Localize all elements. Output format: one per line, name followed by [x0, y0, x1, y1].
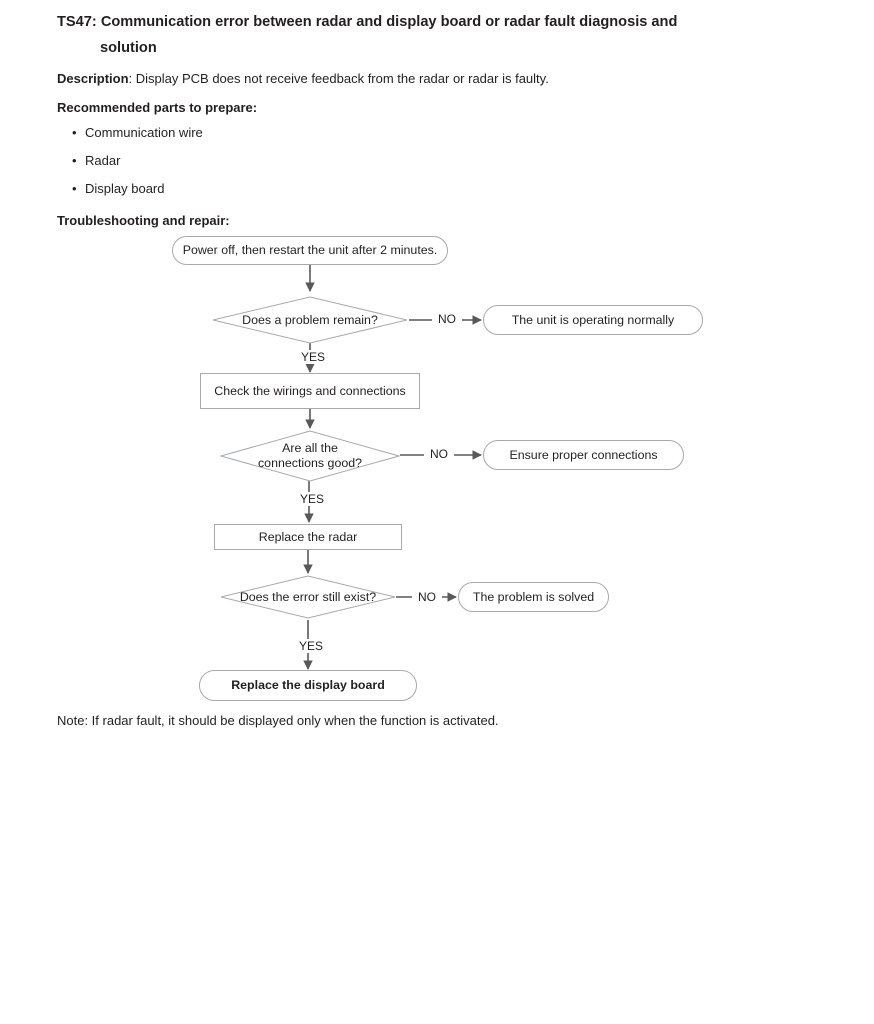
- edge-label-yes-1: YES: [296, 350, 330, 364]
- list-item-label: Radar: [85, 153, 121, 168]
- page-title-text: Communication error between radar and di…: [100, 14, 678, 30]
- flow-node-replace-display-board[interactable]: Replace the display board: [199, 670, 417, 701]
- parts-heading: Recommended parts to prepare:: [57, 100, 258, 115]
- list-item-label: Communication wire: [85, 125, 203, 140]
- flow-decision-connections-good-line2: connections good?: [257, 456, 363, 470]
- flow-decision-connections-good[interactable]: Are all the connections good?: [220, 430, 400, 482]
- list-item-label: Display board: [85, 181, 165, 196]
- description-text: : Display PCB does not receive feedback …: [128, 71, 549, 86]
- parts-list: Communication wire Radar Display board: [72, 124, 203, 208]
- edge-label-no-1: NO: [432, 312, 462, 326]
- flow-node-start-label: Power off, then restart the unit after 2…: [182, 243, 438, 257]
- flow-decision-error-exists[interactable]: Does the error still exist?: [220, 575, 396, 619]
- flow-node-start[interactable]: Power off, then restart the unit after 2…: [172, 236, 448, 265]
- page-title: TS47: Communication error between radar …: [57, 12, 847, 33]
- flow-node-replace-display-board-label: Replace the display board: [231, 678, 385, 692]
- list-item: Radar: [72, 152, 203, 180]
- list-item: Display board: [72, 180, 203, 208]
- troubleshooting-heading: Troubleshooting and repair:: [57, 213, 230, 228]
- flow-node-operating-normally-label: The unit is operating normally: [511, 312, 675, 327]
- edge-label-no-2: NO: [424, 447, 454, 461]
- edge-label-yes-3: YES: [294, 639, 328, 653]
- description-label: Description: [57, 71, 129, 86]
- flow-node-operating-normally[interactable]: The unit is operating normally: [483, 305, 703, 335]
- flow-node-problem-solved[interactable]: The problem is solved: [458, 582, 609, 612]
- page-title-line2: solution: [100, 40, 157, 56]
- flow-decision-connections-good-line1: Are all the: [282, 441, 338, 455]
- flow-node-check-wirings-label: Check the wirings and connections: [214, 383, 406, 398]
- edge-label-no-3: NO: [412, 590, 442, 604]
- flow-node-ensure-connections[interactable]: Ensure proper connections: [483, 440, 684, 470]
- list-item: Communication wire: [72, 124, 203, 152]
- flow-node-replace-radar[interactable]: Replace the radar: [214, 524, 402, 550]
- flow-node-check-wirings[interactable]: Check the wirings and connections: [200, 373, 420, 409]
- flow-decision-connections-good-label: Are all the connections good?: [256, 441, 364, 471]
- flow-node-ensure-connections-label: Ensure proper connections: [509, 447, 658, 462]
- flow-node-replace-radar-label: Replace the radar: [258, 529, 358, 544]
- note-text: Note: If radar fault, it should be displ…: [57, 713, 499, 728]
- flow-decision-problem-remains-label: Does a problem remain?: [242, 312, 378, 327]
- flow-node-problem-solved-label: The problem is solved: [472, 589, 595, 604]
- description: Description: Display PCB does not receiv…: [57, 70, 549, 88]
- page-title-code: TS47:: [57, 14, 97, 30]
- edge-label-yes-2: YES: [295, 492, 329, 506]
- flow-decision-problem-remains[interactable]: Does a problem remain?: [212, 296, 408, 344]
- flow-decision-error-exists-label: Does the error still exist?: [239, 589, 377, 604]
